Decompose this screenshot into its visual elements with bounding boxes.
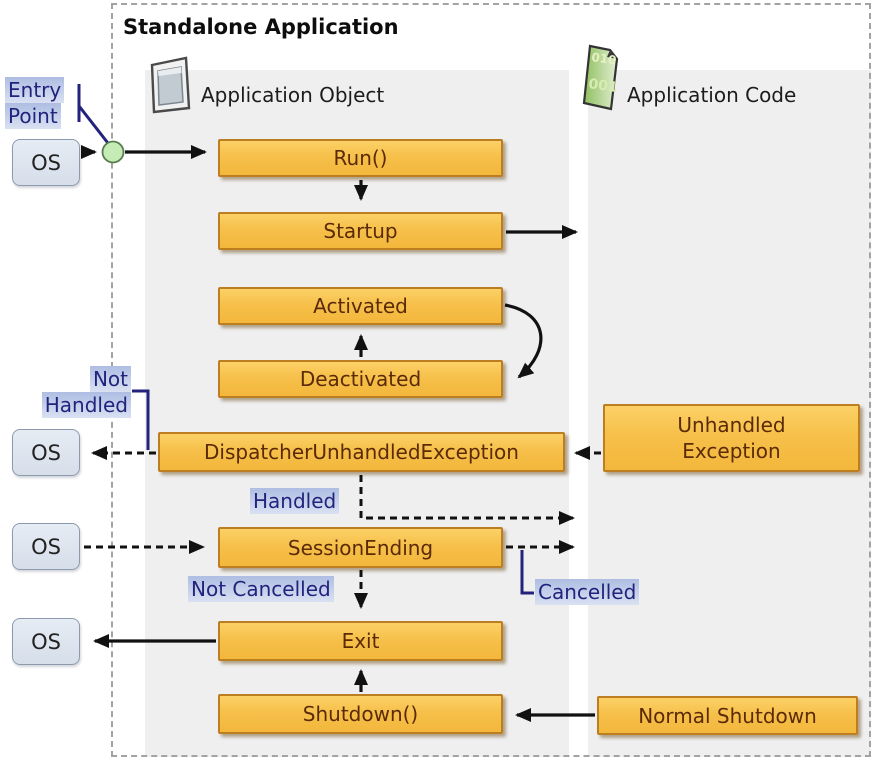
not-cancelled-label: Not Cancelled xyxy=(188,576,334,602)
node-startup: Startup xyxy=(218,212,503,250)
os-label: OS xyxy=(31,150,61,175)
handled-label: Handled xyxy=(250,488,340,514)
node-activated-label: Activated xyxy=(313,294,408,318)
node-unhandled-line1: Unhandled xyxy=(677,413,786,437)
node-shutdown-label: Shutdown() xyxy=(302,702,419,726)
node-run-label: Run() xyxy=(333,146,388,170)
svg-text:010: 010 xyxy=(591,50,618,67)
page-title: Standalone Application xyxy=(123,15,399,39)
os-box-not-handled: OS xyxy=(12,429,80,476)
node-session-label: SessionEnding xyxy=(287,535,434,560)
node-shutdown: Shutdown() xyxy=(218,694,503,734)
node-deactivated-label: Deactivated xyxy=(299,367,422,391)
entry-point-line1: Entry xyxy=(5,77,65,103)
node-unhandled-line2: Exception xyxy=(682,439,781,463)
cancelled-label: Cancelled xyxy=(535,579,640,605)
application-code-label: Application Code xyxy=(627,83,797,107)
entry-point-line2: Point xyxy=(5,103,61,129)
node-activated: Activated xyxy=(218,287,503,325)
application-window-icon xyxy=(147,56,193,118)
entry-diagonal-line xyxy=(77,105,113,148)
os-label: OS xyxy=(31,629,61,654)
node-exit-label: Exit xyxy=(341,629,380,653)
not-cancelled-text: Not Cancelled xyxy=(188,576,334,602)
os-label: OS xyxy=(31,440,61,465)
not-handled-line1: Not xyxy=(89,366,131,392)
node-dispatcher-label: DispatcherUnhandledException xyxy=(204,440,519,464)
node-startup-label: Startup xyxy=(323,219,398,243)
os-box-entry: OS xyxy=(12,139,80,186)
node-run: Run() xyxy=(218,139,503,177)
not-handled-label: Not Handled xyxy=(0,366,131,418)
cancelled-text: Cancelled xyxy=(535,579,640,605)
application-object-label: Application Object xyxy=(201,83,385,107)
not-handled-line2: Handled xyxy=(41,392,131,418)
node-deactivated: Deactivated xyxy=(218,360,503,398)
node-exit: Exit xyxy=(218,621,503,661)
node-dispatcher-unhandled-exception: DispatcherUnhandledException xyxy=(158,432,565,472)
handled-text: Handled xyxy=(250,488,340,514)
svg-text:001: 001 xyxy=(587,76,618,96)
os-box-session: OS xyxy=(12,523,80,570)
node-session-ending: SessionEnding xyxy=(218,527,503,568)
os-label: OS xyxy=(31,534,61,559)
node-normal-shutdown-label: Normal Shutdown xyxy=(638,703,817,728)
node-unhandled-exception: Unhandled Exception xyxy=(603,404,860,472)
code-file-icon: 010 001 xyxy=(580,42,626,118)
entry-point-label: Entry Point xyxy=(5,77,81,129)
node-normal-shutdown: Normal Shutdown xyxy=(597,696,858,735)
os-box-exit: OS xyxy=(12,618,80,665)
